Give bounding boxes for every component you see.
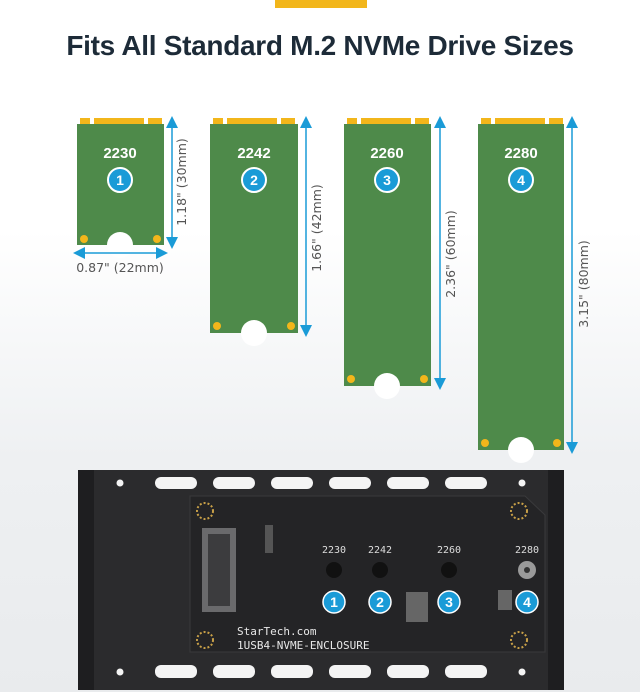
mount-hole [441, 562, 457, 578]
drive-2230: 2230 1 1.18" (30mm) 0.87" (22mm) [73, 116, 189, 275]
slot-label: 2230 [322, 545, 346, 556]
drive-size-label: 2242 [237, 145, 270, 162]
slot-badge: 4 [523, 594, 531, 610]
accent-bar [275, 0, 367, 8]
drive-badge: 1 [116, 172, 124, 188]
mount-hole [326, 562, 342, 578]
drive-badge: 4 [517, 172, 525, 188]
page-title: Fits All Standard M.2 NVMe Drive Sizes [66, 30, 574, 61]
brand-text: StarTech.com [237, 625, 317, 638]
drive-size-label: 2280 [504, 145, 537, 162]
drive-2242: 2242 2 1.66" (42mm) [210, 116, 324, 346]
screw-mounts [196, 502, 528, 649]
slot-badge: 3 [445, 594, 453, 610]
drive-2280: 2280 4 3.15" (80mm) [478, 116, 591, 463]
enclosure-tray: 2230 2242 2260 2280 1 2 3 4 StarTech.com… [78, 470, 564, 690]
mount-hole [372, 562, 388, 578]
drive-size-label: 2260 [370, 145, 403, 162]
slot-badge: 1 [330, 594, 338, 610]
drive-badge: 2 [250, 172, 258, 188]
slot-badge: 2 [376, 594, 384, 610]
slot-label: 2280 [515, 545, 539, 556]
slot-label: 2242 [368, 545, 392, 556]
length-label: 1.18" (30mm) [174, 138, 189, 226]
drive-2260: 2260 3 2.36" (60mm) [344, 116, 458, 399]
tray-slots [116, 477, 526, 678]
length-label: 1.66" (42mm) [309, 184, 324, 272]
length-label: 2.36" (60mm) [443, 210, 458, 298]
width-label: 0.87" (22mm) [76, 260, 164, 275]
length-label: 3.15" (80mm) [576, 240, 591, 328]
drive-size-label: 2230 [103, 145, 136, 162]
model-text: 1USB4-NVME-ENCLOSURE [237, 639, 369, 652]
drive-badge: 3 [383, 172, 391, 188]
circuit-board [189, 495, 546, 653]
slot-label: 2260 [437, 545, 461, 556]
